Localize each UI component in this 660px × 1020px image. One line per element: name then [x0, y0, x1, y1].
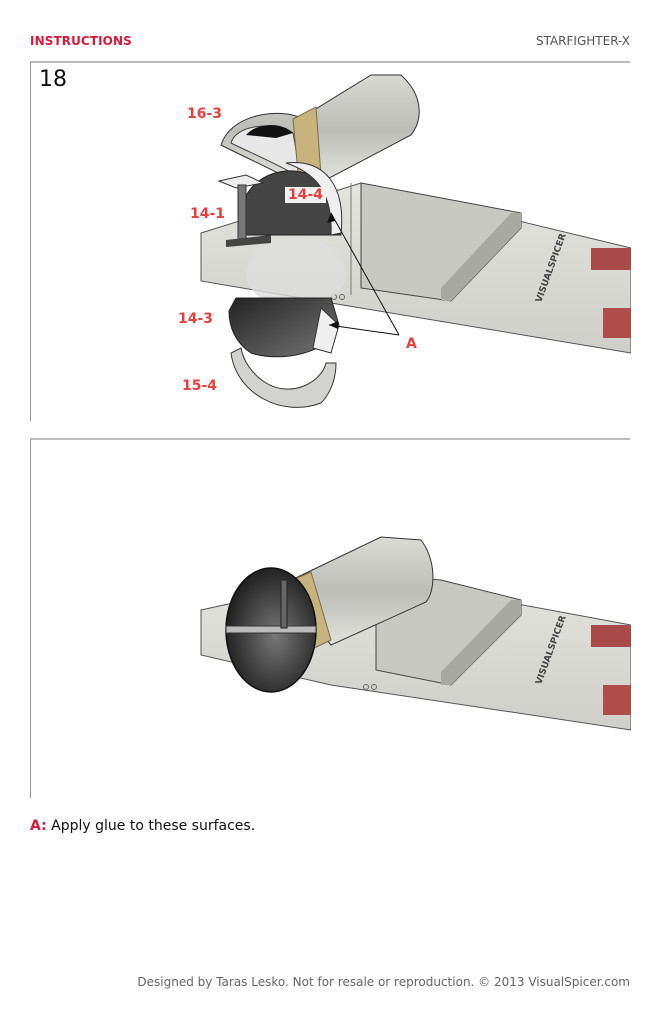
part-label-14-4: 14-4: [285, 187, 327, 203]
step-panel-exploded: 18 VISUALSPICER: [30, 61, 631, 421]
glue-note-key: A:: [30, 818, 47, 834]
part-label-14-3: 14-3: [178, 311, 214, 327]
part-label-16-3: 16-3: [187, 106, 223, 122]
glue-note-text: Apply glue to these surfaces.: [51, 818, 256, 834]
part-label-14-1: 14-1: [190, 206, 226, 222]
header-model-name: STARFIGHTER-X: [535, 34, 630, 48]
exploded-assembly-illustration: VISUALSPICER: [200, 74, 631, 408]
header-section-label: INSTRUCTIONS: [30, 34, 132, 48]
step-panel-assembled: VISUALSPICER: [30, 438, 631, 798]
step-number: 18: [39, 67, 67, 92]
glue-callout-label-a: A: [406, 336, 417, 352]
part-label-15-4: 15-4: [182, 378, 218, 394]
footer-credit: Designed by Taras Lesko. Not for resale …: [137, 975, 630, 989]
glue-note: A: Apply glue to these surfaces.: [30, 818, 255, 834]
assembled-illustration: VISUALSPICER: [200, 536, 631, 731]
